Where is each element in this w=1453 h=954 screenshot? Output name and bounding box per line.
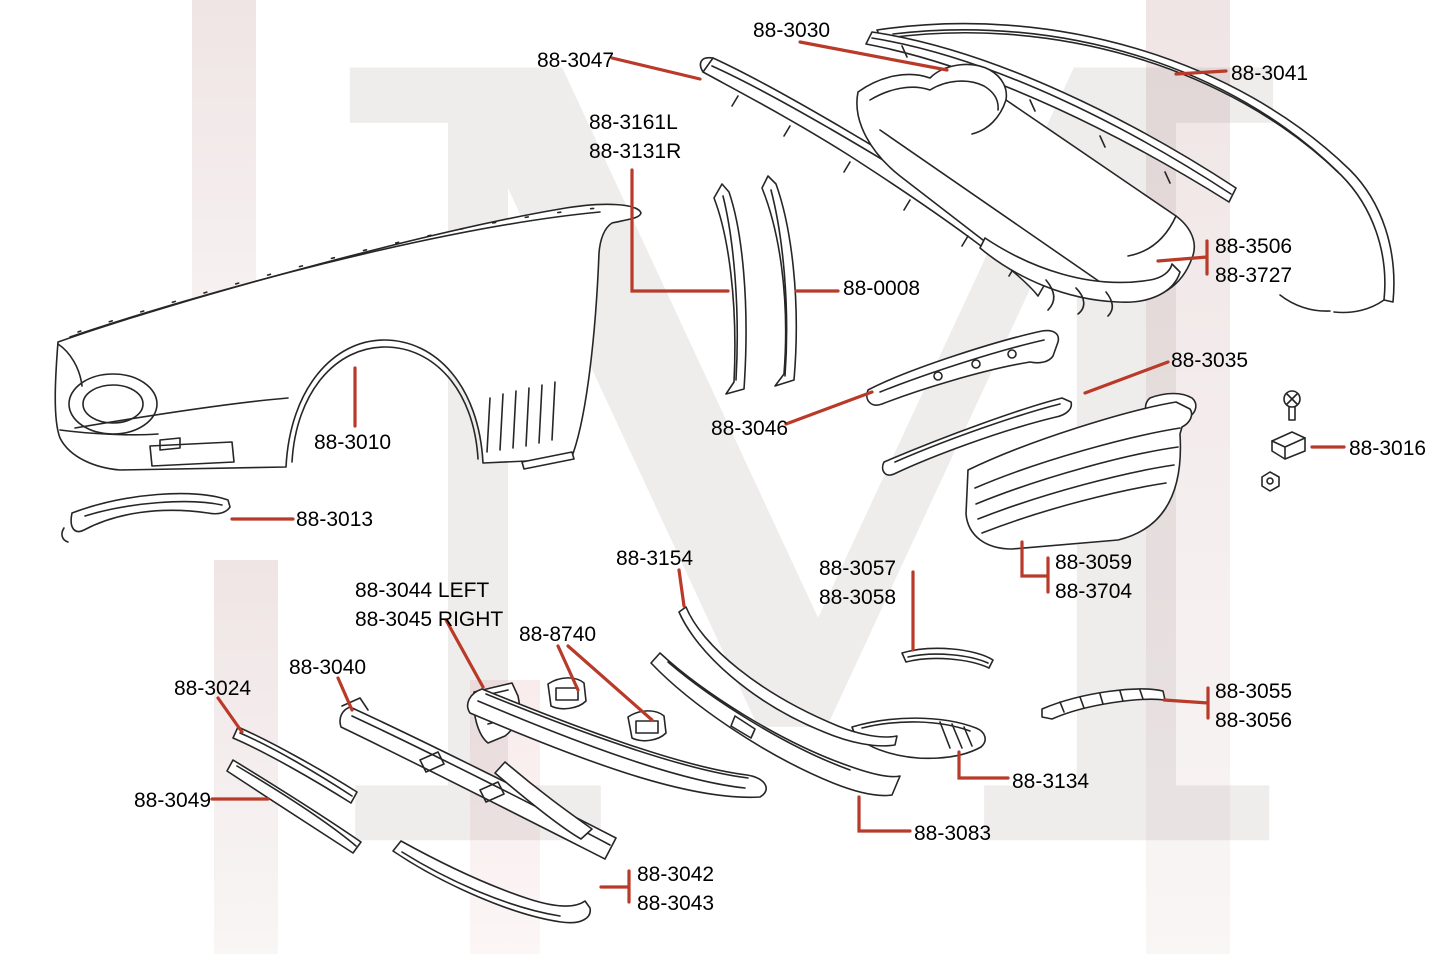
- sill-strip-drawing: [866, 329, 1060, 406]
- part-number: 88-3134: [1012, 770, 1090, 793]
- leader-88-3044: [444, 618, 485, 689]
- part-number: 88-3013: [296, 508, 374, 531]
- leader-88-3040: [336, 676, 354, 712]
- leader-88-3161: [630, 168, 730, 293]
- part-number: 88-3042: [637, 863, 715, 886]
- part-number: 88-3506: [1215, 235, 1293, 258]
- part-label-88-3041: 88-3041: [1231, 59, 1308, 88]
- part-number: 88-3083: [914, 822, 992, 845]
- corner-trim-drawing: [851, 717, 986, 760]
- part-number: 88-8740: [519, 623, 597, 646]
- part-number: 88-3046: [711, 417, 789, 440]
- part-label-88-3506-88-3727: 88-3506 88-3727: [1215, 232, 1292, 290]
- part-number: 88-3055: [1215, 680, 1293, 703]
- plenum-strip-drawing: [979, 237, 1181, 317]
- leader-88-3042: [599, 869, 631, 904]
- long-strip-drawing: [650, 606, 901, 797]
- part-label-88-3154: 88-3154: [616, 544, 693, 573]
- part-label-88-3057-88-3058: 88-3057 88-3058: [819, 554, 896, 612]
- main-bumper-drawing: [466, 688, 767, 840]
- leader-88-3035: [1083, 360, 1170, 395]
- leader-88-3059: [1020, 540, 1050, 594]
- leader-88-3134: [957, 750, 1010, 780]
- part-number: 88-3161L: [589, 111, 678, 134]
- part-number: 88-3035: [1171, 349, 1249, 372]
- part-number: 88-3043: [637, 892, 715, 915]
- part-label-88-3049: 88-3049: [134, 786, 211, 815]
- part-label-88-3010: 88-3010: [314, 428, 391, 457]
- leader-88-3154: [677, 568, 686, 608]
- part-label-88-3055-88-3056: 88-3055 88-3056: [1215, 677, 1292, 735]
- leader-88-3047: [610, 56, 702, 81]
- part-label-88-3013: 88-3013: [296, 505, 373, 534]
- nut-icon: [1261, 471, 1280, 492]
- part-label-88-3016: 88-3016: [1349, 434, 1426, 463]
- part-label-88-3161L-88-3131R: 88-3161L 88-3131R: [589, 108, 681, 166]
- leader-88-3506: [1156, 239, 1209, 276]
- hardware-drawing: [1261, 390, 1306, 492]
- part-number: 88-3154: [616, 547, 694, 570]
- leader-88-3046: [784, 390, 874, 426]
- strip-3057-drawing: [901, 647, 994, 669]
- a-pillar-trim-drawing: [713, 175, 798, 395]
- leader-88-8740: [556, 644, 654, 722]
- part-label-88-3024: 88-3024: [174, 674, 251, 703]
- part-number: 88-3010: [314, 431, 392, 454]
- part-label-88-3046: 88-3046: [711, 414, 788, 443]
- part-number: 88-3041: [1231, 62, 1309, 85]
- part-number: 88-3059: [1055, 551, 1133, 574]
- windscreen-moulding-drawing: [876, 22, 1395, 314]
- part-number: 88-0008: [843, 277, 921, 300]
- leader-88-3041: [1174, 69, 1228, 76]
- leader-88-3024: [216, 696, 244, 734]
- strip-3055-drawing: [1041, 688, 1166, 720]
- part-label-88-3134: 88-3134: [1012, 767, 1089, 796]
- bumper-trim-3049-drawing: [226, 759, 362, 854]
- bumper-guard-strip-drawing: [392, 840, 591, 924]
- leader-lines: [210, 40, 1346, 904]
- small-strip-drawing: [521, 451, 575, 470]
- part-number: 88-3056: [1215, 709, 1293, 732]
- bumper-trim-3024-drawing: [232, 726, 358, 804]
- fender-lower-moulding-drawing: [61, 492, 231, 543]
- part-number: 88-3727: [1215, 264, 1293, 287]
- part-label-88-3047: 88-3047: [537, 46, 614, 75]
- part-number: 88-3057: [819, 557, 897, 580]
- leader-88-3055: [1162, 686, 1210, 720]
- part-number: 88-3058: [819, 586, 897, 609]
- part-number: 88-3047: [537, 49, 615, 72]
- part-label-88-8740: 88-8740: [519, 620, 596, 649]
- part-number: 88-3024: [174, 677, 252, 700]
- sill-strip2-drawing: [881, 397, 1073, 476]
- part-number: 88-3016: [1349, 437, 1427, 460]
- part-number: 88-3045 RIGHT: [355, 608, 504, 631]
- part-label-88-3042-88-3043: 88-3042 88-3043: [637, 860, 714, 918]
- part-label-88-3044-88-3045: 88-3044 LEFT 88-3045 RIGHT: [355, 576, 503, 634]
- part-number: 88-3044 LEFT: [355, 579, 490, 602]
- part-number: 88-3040: [289, 656, 367, 679]
- part-number: 88-3049: [134, 789, 212, 812]
- part-number: 88-3030: [753, 19, 831, 42]
- part-label-88-3040: 88-3040: [289, 653, 366, 682]
- part-number: 88-3704: [1055, 580, 1133, 603]
- leader-88-3083: [857, 795, 912, 833]
- rocker-panel-drawing: [965, 401, 1193, 550]
- part-label-88-0008: 88-0008: [843, 274, 920, 303]
- part-label-88-3059-88-3704: 88-3059 88-3704: [1055, 548, 1132, 606]
- part-number: 88-3131R: [589, 140, 682, 163]
- part-label-88-3030: 88-3030: [753, 16, 830, 45]
- part-label-88-3035: 88-3035: [1171, 346, 1248, 375]
- front-fender-drawing: [54, 203, 642, 471]
- leader-88-3030: [798, 40, 949, 72]
- part-label-88-3083: 88-3083: [914, 819, 991, 848]
